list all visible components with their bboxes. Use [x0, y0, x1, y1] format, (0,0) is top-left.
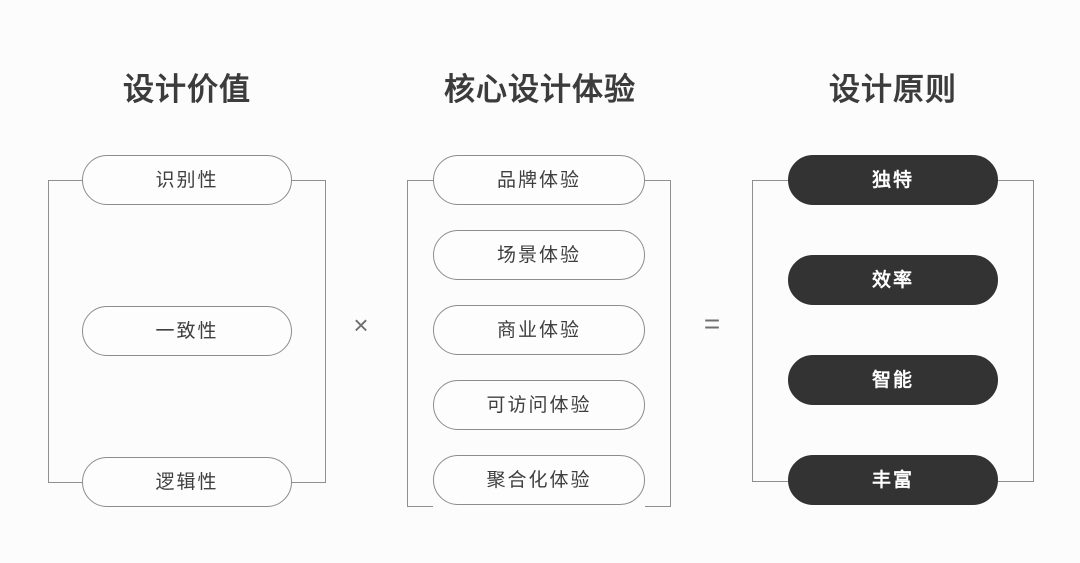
pill-label: 智能 — [871, 369, 914, 391]
bracket-right-design-value — [292, 180, 326, 483]
pill-design-principle-3[interactable]: 丰富 — [788, 455, 998, 505]
bracket-left-design-value — [48, 180, 82, 483]
bracket-right-design-principles — [998, 180, 1034, 482]
column-title-design-principles: 设计原则 — [829, 72, 957, 107]
pill-label: 场景体验 — [496, 244, 581, 266]
bracket-left-design-principles — [752, 180, 788, 482]
column-title-design-value: 设计价值 — [123, 72, 251, 107]
pill-label: 一致性 — [155, 320, 219, 342]
pill-label: 可访问体验 — [486, 394, 592, 416]
pill-label: 逻辑性 — [155, 471, 219, 493]
pill-core-experience-1[interactable]: 场景体验 — [433, 230, 645, 280]
pill-label: 聚合化体验 — [486, 469, 592, 491]
pill-design-principle-0[interactable]: 独特 — [788, 155, 998, 205]
column-core-design-experience: 品牌体验 场景体验 商业体验 可访问体验 聚合化体验 — [433, 155, 645, 505]
pill-label: 效率 — [871, 269, 914, 291]
pill-core-experience-2[interactable]: 商业体验 — [433, 305, 645, 355]
pill-label: 丰富 — [871, 469, 914, 491]
pill-label: 识别性 — [155, 169, 219, 191]
multiply-operator-icon: × — [353, 310, 369, 340]
pill-design-principle-2[interactable]: 智能 — [788, 355, 998, 405]
pill-label: 商业体验 — [496, 319, 581, 341]
pill-core-experience-0[interactable]: 品牌体验 — [433, 155, 645, 205]
pill-label: 独特 — [871, 169, 914, 191]
bracket-left-core-design-experience — [407, 180, 433, 507]
pill-label: 品牌体验 — [496, 169, 581, 191]
equals-operator-icon: = — [703, 308, 721, 339]
bracket-right-core-design-experience — [645, 180, 671, 507]
column-design-principles: 独特 效率 智能 丰富 — [788, 155, 998, 505]
column-title-core-design-experience: 核心设计体验 — [444, 72, 636, 107]
column-design-value: 识别性 一致性 逻辑性 — [82, 155, 292, 507]
pill-design-value-2[interactable]: 逻辑性 — [82, 457, 292, 507]
pill-core-experience-4[interactable]: 聚合化体验 — [433, 455, 645, 505]
pill-design-value-0[interactable]: 识别性 — [82, 155, 292, 205]
pill-core-experience-3[interactable]: 可访问体验 — [433, 380, 645, 430]
pill-design-principle-1[interactable]: 效率 — [788, 255, 998, 305]
pill-design-value-1[interactable]: 一致性 — [82, 306, 292, 356]
